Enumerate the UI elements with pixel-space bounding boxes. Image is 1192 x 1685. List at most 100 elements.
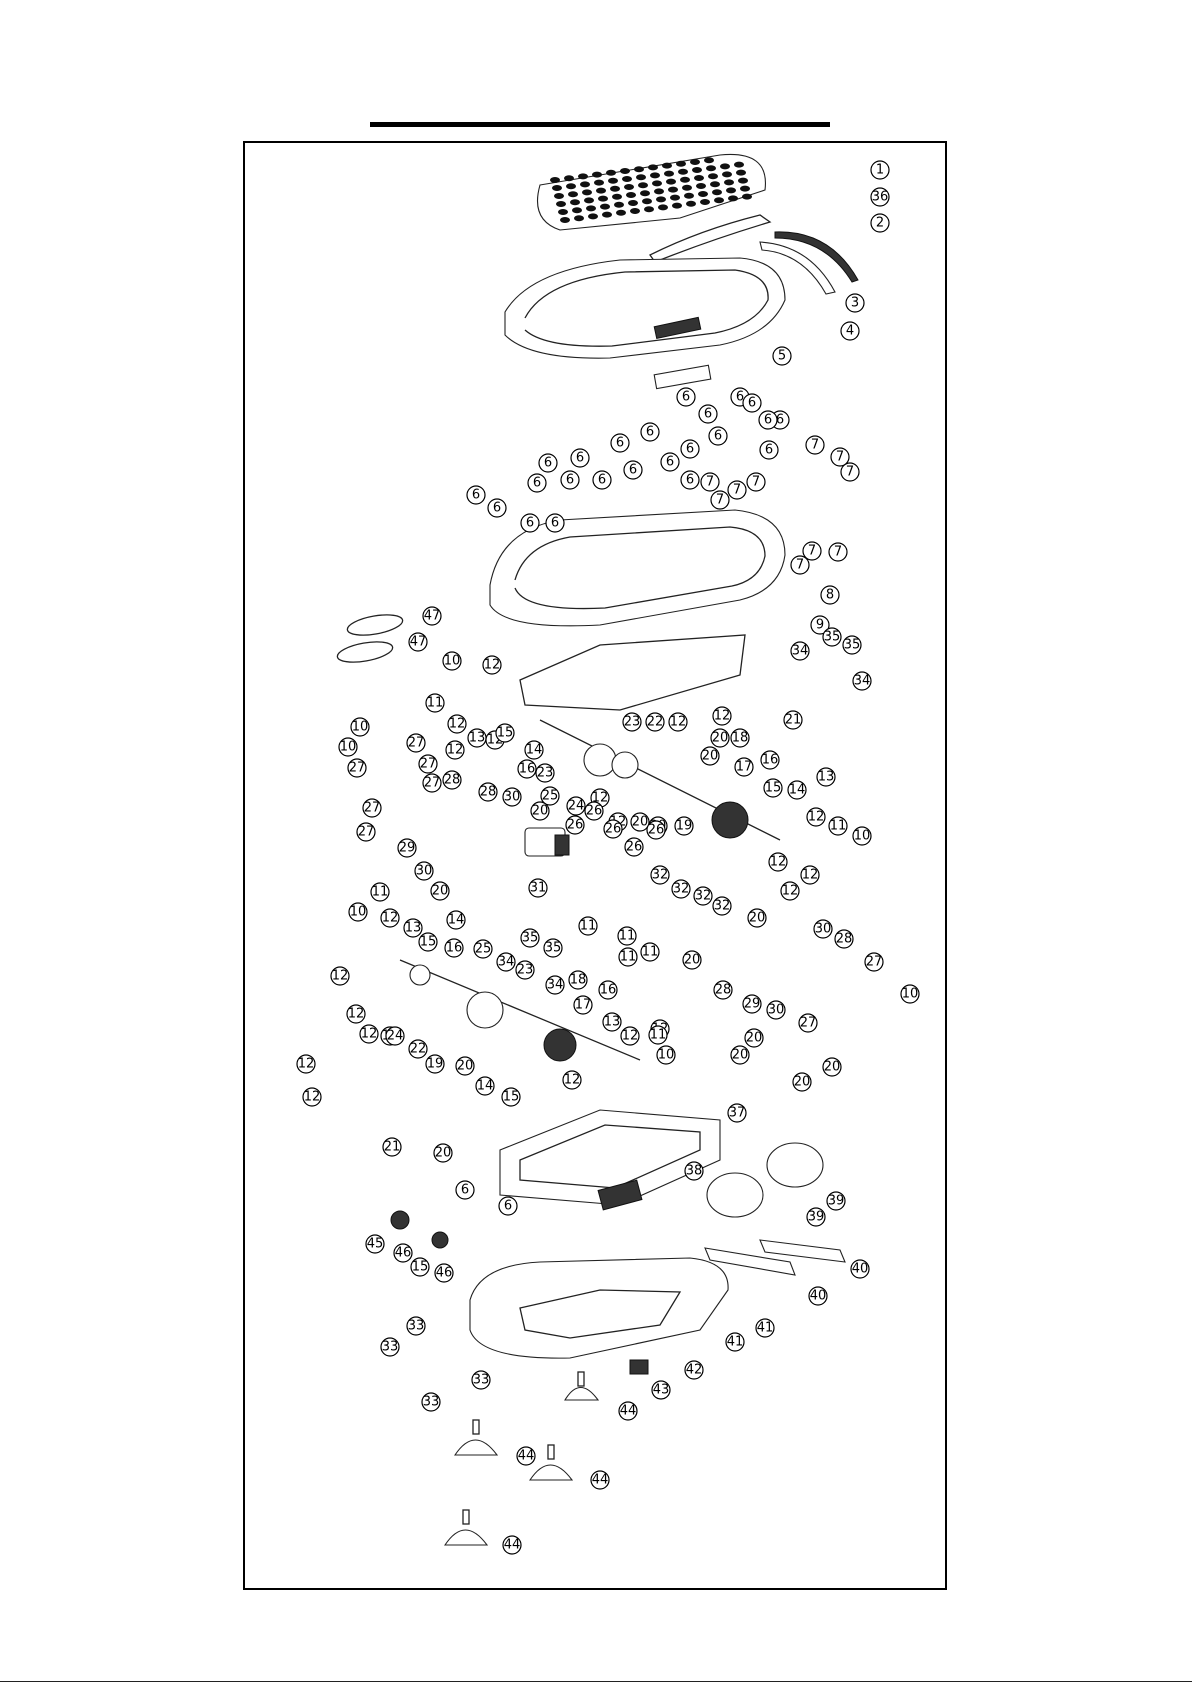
callout-17: 17 [573,995,593,1015]
part-47-belts [336,614,404,663]
callout-circle [700,746,720,766]
callout-20: 20 [792,1072,812,1092]
callout-circle [296,1054,316,1074]
callout-circle [418,932,438,952]
callout-6: 6 [742,393,762,413]
callout-number: 34 [498,955,515,970]
callout-number: 12 [484,658,501,673]
callout-17: 17 [734,757,754,777]
callout-circle [425,693,445,713]
mat-hole [630,208,640,214]
callout-circle [640,422,660,442]
callout-6: 6 [698,404,718,424]
callout-number: 20 [732,1048,749,1063]
callout-32: 32 [712,896,732,916]
callout-22: 22 [408,1039,428,1059]
callout-33: 33 [406,1316,426,1336]
mat-hole [698,191,708,197]
callout-number: 46 [395,1246,412,1261]
callout-7: 7 [700,472,720,492]
callout-circle [806,807,826,827]
callout-circle [348,902,368,922]
part-2-3-trim [759,231,859,295]
callout-42: 42 [684,1360,704,1380]
drawing-frame [243,141,947,1590]
callout-12: 12 [380,908,400,928]
callout-number: 3 [851,296,859,311]
callout-circle [845,293,865,313]
callout-circle [834,929,854,949]
callout-circle [350,717,370,737]
callout-circle [356,822,376,842]
callout-7: 7 [710,490,730,510]
mat-hole [734,161,744,168]
part-37-chassis [499,1109,721,1206]
mat-hole [724,179,734,186]
callout-7: 7 [828,542,848,562]
part-40-plates [704,1239,846,1276]
callout-23: 23 [515,960,535,980]
callout-number: 9 [816,618,824,633]
callout-34: 34 [790,641,810,661]
mat-hole [640,190,650,197]
callout-6: 6 [592,470,612,490]
callout-circle [798,1013,818,1033]
mat-hole [600,203,610,210]
callout-circle [700,472,720,492]
callout-number: 33 [423,1395,440,1410]
callout-number: 35 [522,931,539,946]
callout-15: 15 [410,1257,430,1277]
callout-10: 10 [656,1045,676,1065]
callout-circle [656,1045,676,1065]
mat-hole [634,166,644,173]
callout-circle [850,1259,870,1279]
callout-circle [430,881,450,901]
callout-11: 11 [640,942,660,962]
callout-30: 30 [813,919,833,939]
callout-circle [808,1286,828,1306]
callout-number: 7 [706,475,714,490]
mat-hole [626,192,636,198]
callout-number: 6 [629,463,637,478]
callout-20: 20 [433,1143,453,1163]
callout-circle [708,426,728,446]
callout-circle [422,773,442,793]
callout-circle [338,737,358,757]
callout-number: 7 [752,475,760,490]
mat-hole [682,184,692,191]
callout-12: 12 [800,865,820,885]
callout-43: 43 [651,1380,671,1400]
callout-circle [347,758,367,778]
callout-number: 5 [778,349,786,364]
callout-number: 12 [782,884,799,899]
part-39-rollers [706,1142,824,1218]
callout-circle [346,1004,366,1024]
callout-12: 12 [482,655,502,675]
callout-circle [870,160,890,180]
mat-hole [554,193,564,199]
callout-number: 10 [340,740,357,755]
callout-15: 15 [418,932,438,952]
callout-number: 30 [416,864,433,879]
callout-circle [380,1337,400,1357]
mat-hole [612,193,622,200]
callout-number: 12 [304,1090,321,1105]
callout-number: 24 [387,1029,404,1044]
callout-44: 44 [516,1446,536,1466]
callout-circle [727,480,747,500]
callout-circle [406,1316,426,1336]
callout-circle [516,1446,536,1466]
callout-27: 27 [356,822,376,842]
callout-number: 15 [412,1260,429,1275]
shaft-assembly-upper [539,719,781,841]
callout-circle [502,787,522,807]
mat-hole [624,184,634,190]
callout-32: 32 [671,879,691,899]
callout-circle [445,740,465,760]
callout-21: 21 [783,710,803,730]
callout-39: 39 [826,1191,846,1211]
callout-24: 24 [385,1026,405,1046]
callout-number: 28 [444,773,461,788]
callout-number: 16 [600,983,617,998]
mat-hole [704,157,714,164]
